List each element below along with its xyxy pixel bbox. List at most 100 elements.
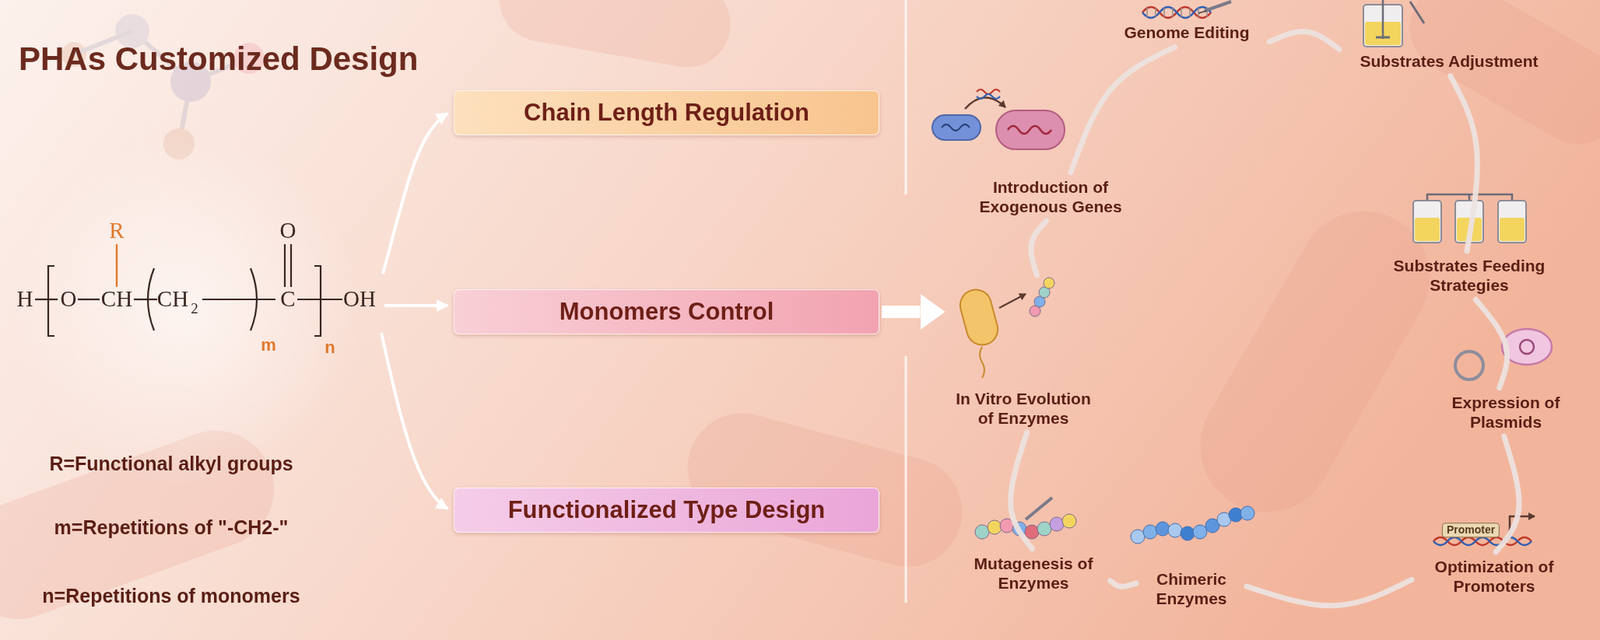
cycle-link bbox=[1246, 579, 1412, 606]
mutagenesis-icon bbox=[975, 498, 1077, 540]
exogenous-genes-icon bbox=[996, 110, 1065, 150]
bioreactor-icon bbox=[1363, 0, 1425, 47]
method-node: Substrates Adjustment bbox=[1343, 51, 1555, 71]
cycle-link bbox=[1269, 31, 1340, 50]
formula-bonds bbox=[77, 298, 100, 301]
genome-editing-icon bbox=[1204, 1, 1232, 11]
method-node: Chimeric Enzymes bbox=[1140, 569, 1243, 609]
formula-bonds bbox=[250, 268, 257, 331]
exogenous-genes-icon bbox=[976, 94, 1000, 99]
mutagenesis-icon bbox=[1049, 517, 1064, 532]
method-node: Substrates Feeding Strategies bbox=[1379, 256, 1559, 295]
cycle-link bbox=[1070, 47, 1176, 173]
branch-arrows bbox=[381, 333, 448, 509]
formula-bonds bbox=[314, 266, 321, 337]
in-vitro-evolution-icon bbox=[999, 294, 1026, 309]
branch-arrows bbox=[384, 304, 448, 308]
genome-editing-icon bbox=[1197, 7, 1200, 18]
branch-arrows bbox=[381, 113, 448, 509]
mutagenesis-icon bbox=[1024, 525, 1039, 540]
method-node: Genome Editing bbox=[1108, 22, 1265, 43]
promoter-icon bbox=[1433, 516, 1535, 546]
chimeric-enzyme-icon bbox=[1168, 523, 1183, 538]
strategy-box: Monomers Control bbox=[453, 289, 880, 335]
formula-bonds bbox=[147, 268, 155, 331]
formula-bonds bbox=[48, 266, 55, 337]
in-vitro-evolution-icon bbox=[979, 347, 985, 379]
formula-bonds bbox=[202, 298, 276, 301]
formula-atom: CH bbox=[157, 287, 189, 313]
exogenous-genes-icon bbox=[1007, 126, 1052, 134]
cycle-link bbox=[1450, 76, 1478, 252]
repeat-index: n bbox=[324, 338, 335, 358]
in-vitro-evolution-icon bbox=[1043, 277, 1055, 289]
method-node: Expression of Plasmids bbox=[1428, 392, 1584, 432]
strategy-box: Functionalized Type Design bbox=[453, 487, 880, 534]
node-text: Introduction of Exogenous Genes bbox=[972, 177, 1129, 217]
mutagenesis-icon bbox=[975, 525, 990, 540]
method-node: Introduction of Exogenous Genes bbox=[972, 177, 1129, 217]
formula-atom: O bbox=[280, 218, 297, 244]
chimeric-enzyme-icon bbox=[1130, 506, 1255, 544]
genome-editing-icon bbox=[1142, 7, 1211, 18]
feeding-reactors-icon bbox=[1427, 194, 1513, 201]
node-text: Optimization of Promoters bbox=[1416, 557, 1572, 597]
in-vitro-evolution-icon bbox=[956, 277, 1055, 379]
genome-editing-icon bbox=[1189, 7, 1191, 18]
faint-bacteria bbox=[1175, 187, 1454, 537]
node-text: Functionalized Type Design bbox=[508, 496, 826, 525]
bioreactor-icon bbox=[1375, 36, 1390, 39]
strategy-box: Chain Length Regulation bbox=[453, 90, 880, 136]
flow-arrow bbox=[881, 305, 921, 319]
separator-line bbox=[905, 356, 908, 604]
r-bond bbox=[115, 244, 118, 288]
formula-bonds bbox=[284, 244, 286, 288]
cycle-link bbox=[1031, 221, 1047, 276]
feeding-reactors-icon bbox=[1499, 217, 1525, 242]
node-text: Chimeric Enzymes bbox=[1140, 569, 1243, 609]
faint-bacteria bbox=[492, 0, 738, 74]
method-node: In Vitro Evolution of Enzymes bbox=[947, 280, 1100, 429]
formula-bonds bbox=[133, 298, 158, 301]
bioreactor-icon bbox=[1410, 1, 1425, 24]
genome-editing-icon bbox=[1180, 7, 1183, 18]
branch-arrows bbox=[382, 113, 448, 274]
legend-note: m=Repetitions of "-CH2-" bbox=[54, 517, 289, 540]
promoter-tag: Promoter bbox=[1442, 522, 1500, 538]
genome-editing-icon bbox=[1171, 7, 1174, 18]
node-text: In Vitro Evolution of Enzymes bbox=[947, 389, 1100, 429]
chimeric-enzyme-icon bbox=[1130, 529, 1145, 544]
feeding-reactors-icon bbox=[1413, 200, 1442, 243]
in-vitro-evolution-icon bbox=[956, 286, 1001, 349]
plasmid-icon bbox=[1519, 340, 1534, 355]
bioreactor-icon bbox=[1382, 0, 1385, 39]
repeat-index: m bbox=[260, 336, 277, 355]
chimeric-enzyme-icon bbox=[1143, 525, 1158, 540]
genome-editing-icon bbox=[1146, 7, 1148, 18]
promoter-icon bbox=[1433, 537, 1532, 546]
separator-line bbox=[905, 0, 908, 604]
genome-editing-icon bbox=[1142, 7, 1211, 18]
genome-editing-icon bbox=[1142, 1, 1232, 18]
genome-editing-icon bbox=[1163, 7, 1165, 18]
mutagenesis-icon bbox=[987, 520, 1002, 535]
formula-atom: CH bbox=[101, 287, 133, 313]
feeding-reactors-icon bbox=[1498, 200, 1527, 243]
genome-editing-icon bbox=[1154, 7, 1157, 18]
faint-bacteria bbox=[1392, 0, 1600, 162]
method-node: Mutagenesis of Enzymes bbox=[961, 554, 1106, 593]
node-text: Chain Length Regulation bbox=[523, 98, 810, 127]
formula-glow bbox=[7, 132, 366, 491]
formula-atom: C bbox=[280, 287, 295, 313]
exogenous-genes-icon bbox=[941, 124, 970, 131]
exogenous-genes-icon bbox=[932, 89, 1065, 150]
diagram-title: PHAs Customized Design bbox=[18, 40, 418, 78]
node-text: Substrates Adjustment bbox=[1343, 51, 1555, 71]
separator-line bbox=[905, 0, 908, 195]
method-node: Optimization of Promoters bbox=[1416, 557, 1572, 597]
formula-bonds bbox=[35, 244, 343, 337]
formula-bonds bbox=[35, 298, 58, 301]
node-text: Substrates Feeding Strategies bbox=[1379, 256, 1559, 295]
